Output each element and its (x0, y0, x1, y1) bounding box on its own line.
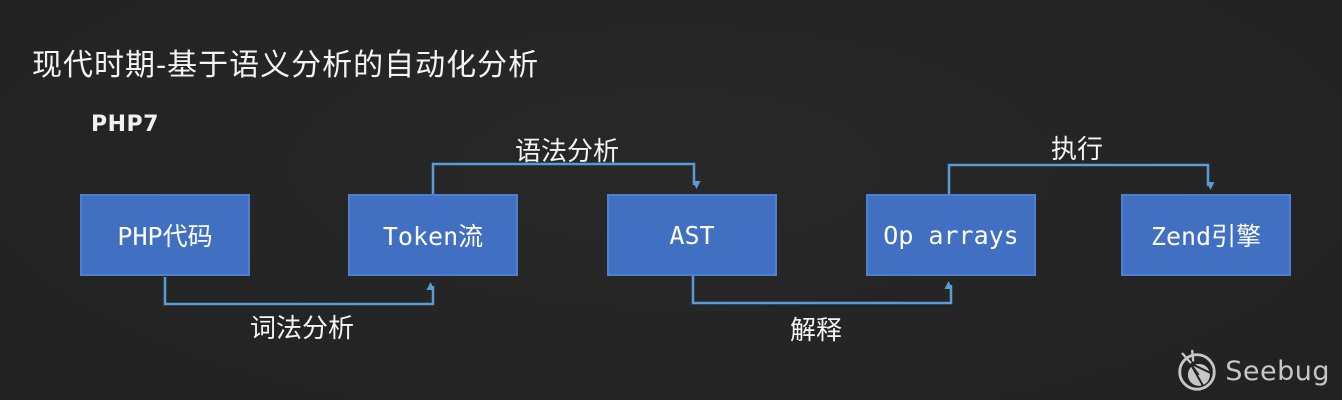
edge-label-lexical-analysis: 词法分析 (249, 314, 355, 344)
edge-label-interpret: 解释 (789, 316, 843, 346)
seebug-bug-icon (1178, 349, 1216, 391)
node-ast: AST (607, 194, 777, 276)
node-php-code-label: PHP代码 (117, 222, 213, 251)
node-token-stream: Token流 (348, 194, 518, 276)
arrow-interpret (691, 276, 953, 305)
node-zend-engine-label: Zend引擎 (1150, 222, 1262, 251)
php7-label: PHP7 (91, 112, 159, 137)
node-php-code: PHP代码 (80, 194, 250, 276)
arrow-execute (947, 163, 1215, 194)
page-title: 现代时期-基于语义分析的自动化分析 (32, 48, 540, 83)
arrow-syntax-analysis (431, 162, 701, 194)
node-zend-engine: Zend引擎 (1121, 194, 1291, 276)
seebug-logo: Seebug (1174, 348, 1330, 394)
node-op-arrays-label: Op arrays (883, 220, 1019, 250)
node-token-stream-label: Token流 (382, 222, 484, 251)
seebug-logo-text: Seebug (1225, 355, 1330, 387)
node-ast-label: AST (669, 220, 715, 250)
edge-label-execute: 执行 (1050, 135, 1104, 165)
edge-label-syntax-analysis: 语法分析 (514, 137, 620, 167)
arrow-lexical-analysis (163, 277, 435, 306)
node-op-arrays: Op arrays (866, 194, 1036, 276)
